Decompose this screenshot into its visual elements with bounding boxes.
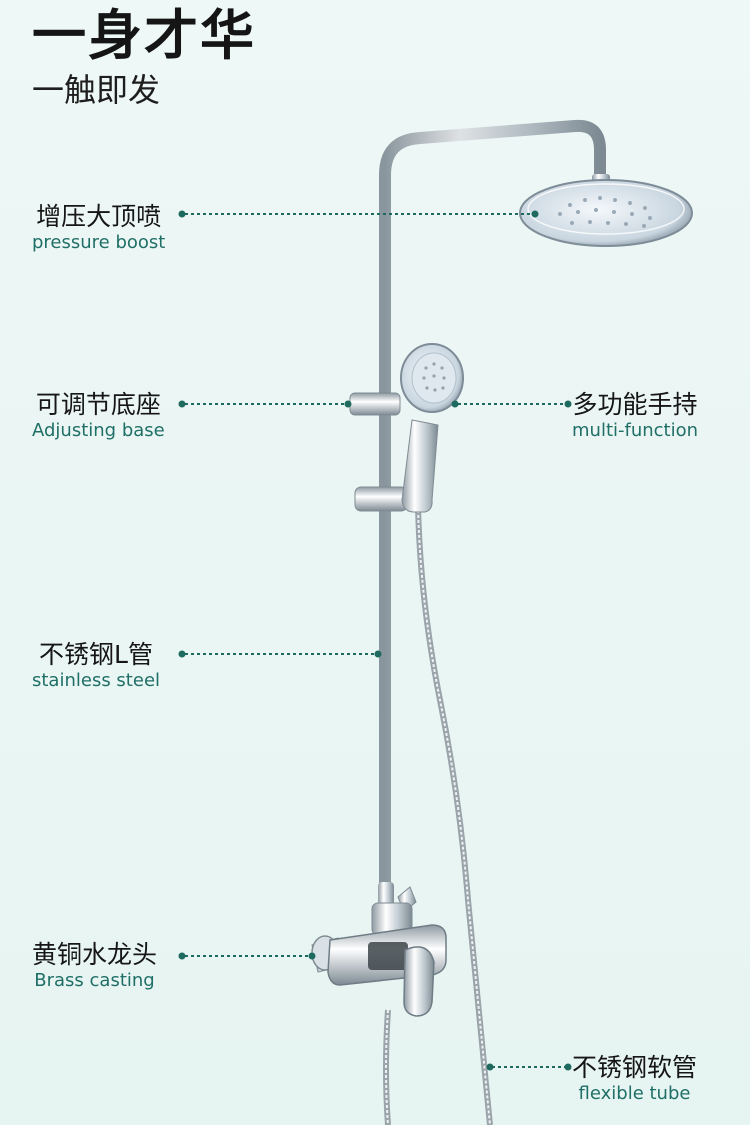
flexible-hose — [415, 504, 493, 1125]
callout-stainless-steel: 不锈钢L管 stainless steel — [32, 640, 160, 692]
callout-brass-casting: 黄铜水龙头 Brass casting — [32, 940, 157, 992]
callout-title-cn: 不锈钢软管 — [572, 1053, 698, 1082]
callout-caption-en: flexible tube — [578, 1083, 691, 1104]
callout-caption-en: pressure boost — [32, 232, 166, 253]
callout-title-cn: 不锈钢L管 — [39, 640, 153, 669]
callout-title-cn: 可调节底座 — [35, 390, 161, 419]
brass-mixer-valve — [311, 882, 447, 1017]
headline-title: 一身才华 — [32, 4, 256, 67]
callout-pressure-boost: 增压大顶喷 pressure boost — [32, 202, 165, 254]
headline-subtitle: 一触即发 — [32, 71, 161, 109]
callout-caption-en: Adjusting base — [32, 420, 165, 441]
callout-title-cn: 增压大顶喷 — [36, 202, 162, 231]
callout-title-cn: 多功能手持 — [572, 390, 698, 419]
callout-adjusting-base: 可调节底座 Adjusting base — [32, 390, 165, 442]
callout-caption-en: Brass casting — [34, 970, 155, 991]
callout-multi-function: 多功能手持 multi-function — [572, 390, 698, 442]
callout-caption-en: stainless steel — [32, 670, 161, 691]
adjustable-holder — [349, 392, 408, 512]
callout-flexible-tube: 不锈钢软管 flexible tube — [572, 1053, 697, 1105]
rain-shower-head — [519, 174, 693, 247]
callout-caption-en: multi-function — [572, 420, 699, 441]
callout-title-cn: 黄铜水龙头 — [32, 940, 158, 969]
hand-shower — [400, 343, 464, 513]
overhead-arm — [379, 119, 606, 911]
